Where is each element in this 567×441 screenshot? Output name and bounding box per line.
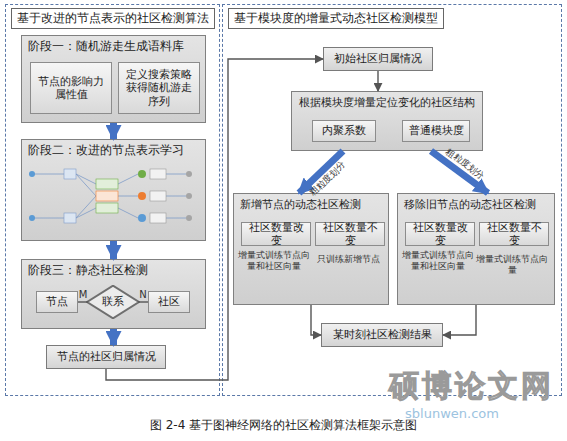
annotation-note: 增量式训练节点向量和社区向量 bbox=[400, 250, 476, 272]
inner-box: 社区数量不变 bbox=[315, 222, 385, 246]
annotation-note: 增量式训练节点向量和社区向量 bbox=[236, 250, 312, 272]
edge-label: 粗粒度划分 bbox=[445, 147, 487, 181]
box-text: 节点的影响力属性值 bbox=[31, 75, 111, 101]
process-box: 节点的社区归属情况 bbox=[46, 345, 166, 369]
box-text: 社区数量不变 bbox=[480, 221, 548, 247]
decision-diamond: 联系 bbox=[86, 285, 140, 319]
box-text: 社区数量不变 bbox=[316, 221, 384, 247]
stage-box: 根据模块度增量定位变化的社区结构内聚系数 普通模块度 bbox=[291, 91, 483, 151]
block-arrow bbox=[110, 241, 117, 259]
inner-box: 节点的影响力属性值 bbox=[30, 62, 112, 114]
box-text: 节点的社区归属情况 bbox=[55, 350, 158, 364]
block-arrow bbox=[110, 329, 117, 345]
stage-box: 阶段二：改进的节点表示学习 bbox=[21, 139, 206, 241]
annotation-note: 增量式训练节点向量 bbox=[474, 254, 550, 276]
box-text: 普通模块度 bbox=[407, 124, 466, 138]
box-text: 社区 bbox=[156, 295, 182, 309]
inner-box: 社区数量改变 bbox=[241, 222, 311, 246]
box-heading: 阶段二：改进的节点表示学习 bbox=[28, 143, 184, 158]
box-text: 内聚系数 bbox=[320, 124, 368, 138]
stage-box: 阶段一：随机游走生成语料库节点的影响力属性值定义搜索策略获得随机游走序列 bbox=[21, 35, 206, 123]
connector-line bbox=[311, 305, 321, 335]
edge-label: N bbox=[139, 290, 146, 300]
box-heading: 根据模块度增量定位变化的社区结构 bbox=[292, 95, 482, 110]
diamond-shape bbox=[87, 286, 139, 319]
annotation-note: 只训练新增节点 bbox=[310, 254, 386, 265]
inner-box: 节点 bbox=[36, 291, 78, 313]
inner-box: 社区 bbox=[148, 291, 190, 313]
box-text: 定义搜索策略获得随机游走序列 bbox=[119, 68, 199, 107]
representation-illustration bbox=[26, 160, 199, 236]
process-box: 初始社区归属情况 bbox=[323, 47, 433, 71]
box-heading: 基于改进的节点表示的社区检测算法 bbox=[11, 8, 215, 29]
box-heading: 基于模块度的增量式动态社区检测模型 bbox=[228, 8, 444, 29]
box-text: 某时刻社区检测结果 bbox=[331, 328, 434, 342]
inner-box: 普通模块度 bbox=[402, 120, 470, 142]
inner-box: 社区数量不变 bbox=[479, 222, 549, 246]
connector-line bbox=[377, 71, 378, 91]
block-arrow bbox=[110, 123, 117, 139]
stage-box: 阶段三：静态社区检测节点 联系 社区 bbox=[21, 259, 206, 329]
stage-box: 移除旧节点的动态社区检测社区数量改变社区数量不变 bbox=[397, 193, 555, 305]
box-text: 社区数量改变 bbox=[242, 221, 310, 247]
edge-label: M bbox=[79, 290, 88, 300]
watermark: 硕博论文网 bbox=[376, 368, 566, 404]
box-text: 初始社区归属情况 bbox=[332, 52, 424, 66]
box-heading: 阶段三：静态社区检测 bbox=[28, 263, 148, 278]
inner-box: 定义搜索策略获得随机游走序列 bbox=[118, 62, 200, 114]
box-heading: 移除旧节点的动态社区检测 bbox=[404, 197, 536, 212]
box-text: 联系 bbox=[100, 295, 126, 309]
box-text: 社区数量改变 bbox=[406, 221, 474, 247]
inner-box: 社区数量改变 bbox=[405, 222, 475, 246]
process-box: 某时刻社区检测结果 bbox=[321, 323, 443, 347]
dashed-panel: 基于模块度的增量式动态社区检测模型初始社区归属情况根据模块度增量定位变化的社区结… bbox=[222, 4, 562, 396]
box-heading: 阶段一：随机游走生成语料库 bbox=[28, 39, 184, 54]
box-heading: 新增节点的动态社区检测 bbox=[240, 197, 361, 212]
inner-box: 内聚系数 bbox=[312, 120, 376, 142]
box-text: 节点 bbox=[44, 295, 70, 309]
stage-box: 新增节点的动态社区检测社区数量改变社区数量不变 bbox=[233, 193, 389, 305]
connector-line bbox=[443, 305, 476, 335]
watermark-url: sblunwen.com bbox=[392, 406, 512, 422]
